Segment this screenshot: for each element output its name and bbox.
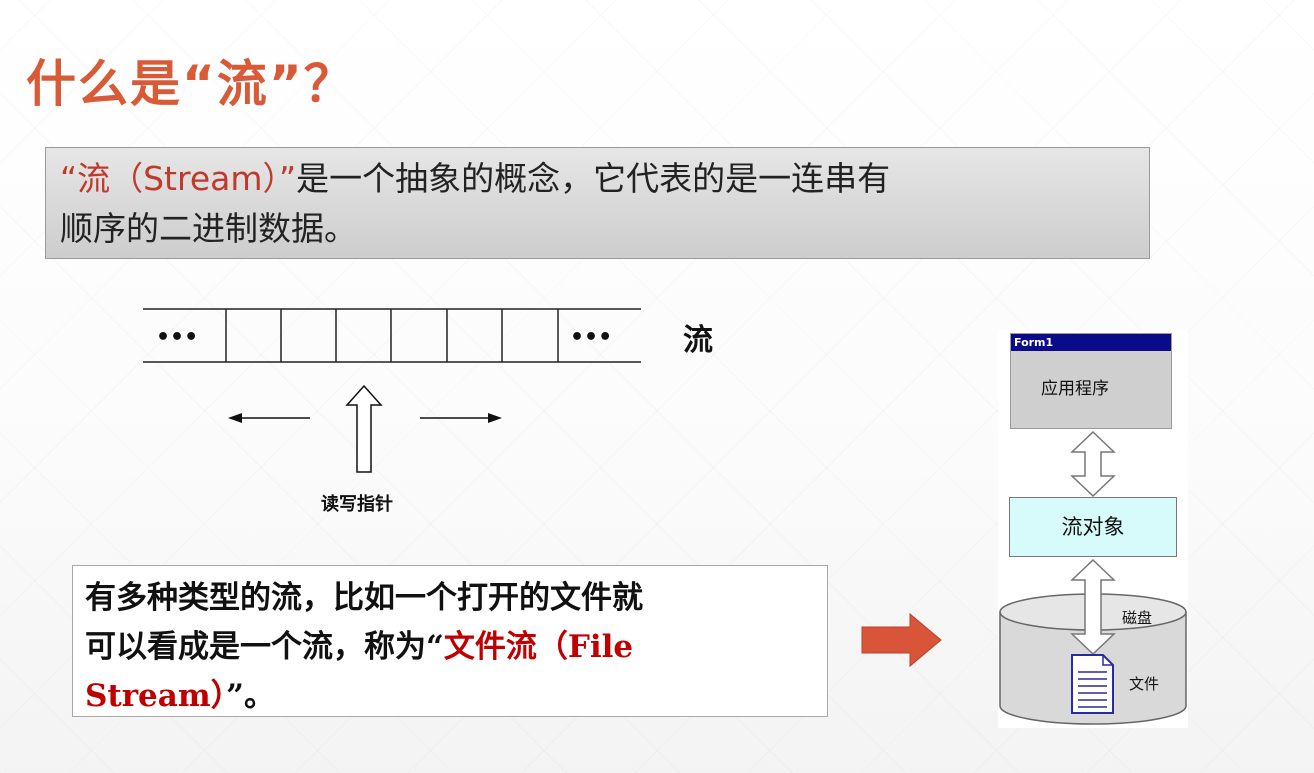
stream-tape <box>143 308 641 363</box>
file-label: 文件 <box>1129 675 1160 693</box>
note-line2-prefix: 可以看成是一个流，称为“ <box>85 629 444 665</box>
right-ellipsis: ••• <box>570 325 612 350</box>
definition-box: “流（Stream）”是一个抽象的概念，它代表的是一连串有 顺序的二进制数据。 <box>45 147 1150 259</box>
left-ellipsis: ••• <box>156 325 198 350</box>
application-window: Form1 应用程序 <box>1010 333 1172 429</box>
pointer-label: 读写指针 <box>321 494 393 515</box>
left-arrow-icon <box>228 413 310 423</box>
definition-term: “流（Stream）” <box>60 159 297 198</box>
right-arrow-icon <box>420 413 502 423</box>
disk-label: 磁盘 <box>1122 609 1153 627</box>
definition-text-line2: 顺序的二进制数据。 <box>60 209 357 248</box>
note-suffix: ”。 <box>226 678 275 714</box>
stream-object-box: 流对象 <box>1009 497 1177 557</box>
orange-right-arrow-icon <box>861 612 942 668</box>
note-highlight-a: 文件流（File <box>443 629 634 665</box>
note-line1: 有多种类型的流，比如一个打开的文件就 <box>85 580 643 616</box>
file-document-icon <box>1071 654 1114 714</box>
pointer-up-arrow-icon <box>345 384 383 473</box>
window-titlebar: Form1 <box>1011 334 1171 351</box>
note-highlight-b: Stream） <box>85 678 227 714</box>
app-stream-double-arrow-icon <box>1070 430 1116 498</box>
definition-text-line1: 是一个抽象的概念，它代表的是一连串有 <box>296 159 891 198</box>
stream-label: 流 <box>683 323 713 358</box>
slide-title: 什么是“流”？ <box>26 55 356 113</box>
file-stream-note: 有多种类型的流，比如一个打开的文件就 可以看成是一个流，称为“文件流（File … <box>72 565 828 717</box>
application-label: 应用程序 <box>1041 379 1109 399</box>
